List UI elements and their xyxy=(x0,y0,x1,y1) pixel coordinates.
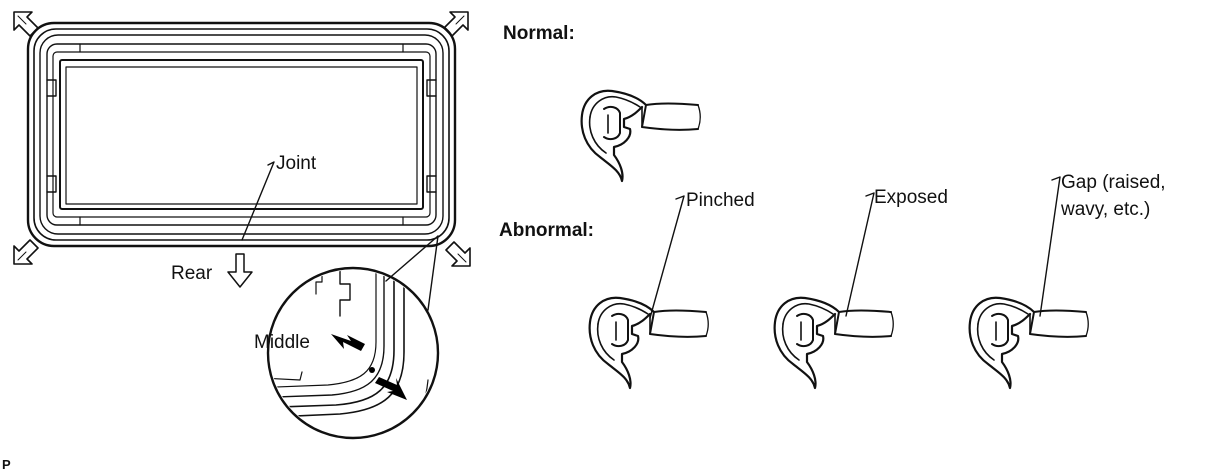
corner-arrow-top-left xyxy=(13,11,39,37)
abnormal-heading: Abnormal: xyxy=(499,220,594,241)
pinched-weatherstrip-profile xyxy=(588,296,710,390)
figure-code: P xyxy=(2,457,11,472)
exposed-leader-line xyxy=(845,192,875,317)
gap-label-line-2: wavy, etc.) xyxy=(1060,199,1150,220)
joint-leader-line xyxy=(241,161,275,241)
gap-leader-line xyxy=(1039,176,1061,317)
joint-label: Joint xyxy=(276,153,317,174)
exposed-label: Exposed xyxy=(874,187,948,208)
pinched-leader-line xyxy=(649,195,685,319)
rear-label: Rear xyxy=(171,263,213,284)
normal-heading: Normal: xyxy=(503,23,575,44)
corner-arrow-bottom-right xyxy=(445,241,471,267)
middle-point-marker xyxy=(369,367,375,373)
middle-arrow-inner-icon xyxy=(375,377,407,400)
rear-arrow-icon xyxy=(227,253,253,288)
gap-weatherstrip-profile xyxy=(968,296,1090,390)
middle-label: Middle xyxy=(254,332,310,353)
sunroof-panel xyxy=(26,21,457,248)
pinched-label: Pinched xyxy=(686,190,755,211)
corner-arrow-bottom-left xyxy=(13,239,39,265)
middle-arrow-outer-icon xyxy=(331,334,365,351)
corner-arrow-top-right xyxy=(443,11,469,37)
exposed-weatherstrip-profile xyxy=(773,296,895,390)
gap-label-line-1: Gap (raised, xyxy=(1061,172,1166,193)
normal-weatherstrip-profile xyxy=(580,89,702,183)
